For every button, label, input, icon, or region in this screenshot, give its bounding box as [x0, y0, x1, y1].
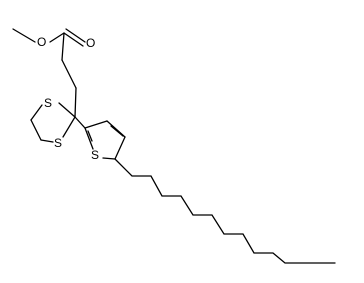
dithiolane-ring [30, 102, 86, 143]
ring-ch2-bond-3 [40, 139, 54, 143]
spiro-to-thiophene-bond [74, 116, 86, 129]
carbonyl-oxygen-label: O [86, 36, 95, 50]
carbonyl-double-bond-2 [65, 28, 86, 43]
thiophene-bond-1 [84, 120, 108, 129]
alkyl-chain-bonds [114, 158, 336, 264]
ester-chain-bond-1 [61, 32, 65, 61]
dithiolane-sulfur-bottom-label: S [54, 136, 62, 150]
ring-ch2-bond-1 [30, 104, 43, 121]
ester-chain-bond-2 [61, 59, 77, 89]
carbonyl-double-bond-1 [63, 32, 84, 47]
ring-ch2-bond-2 [30, 119, 42, 141]
ester-oxygen-label: O [37, 35, 46, 49]
methyl-o-bond [12, 28, 36, 43]
thiophene-bond-5 [84, 127, 94, 150]
thiophene-sulfur-label: S [91, 148, 99, 162]
spiro-to-s-bottom-bond [62, 116, 76, 138]
dodecyl-chain [114, 158, 336, 264]
thiophene-bond-2-double [110, 125, 124, 137]
thiophene-bond-4 [102, 157, 116, 160]
thiophene-bond-5-double [87, 130, 93, 142]
spiro-to-s-top-bond [58, 102, 76, 118]
ester-o-carbon-bond [49, 32, 65, 43]
thiophene-ring [84, 120, 126, 160]
methyl-ester-group [12, 28, 86, 118]
ester-chain-bond-3 [74, 87, 77, 118]
thiophene-bond-3 [114, 136, 126, 160]
dithiolane-sulfur-top-label: S [44, 96, 52, 110]
